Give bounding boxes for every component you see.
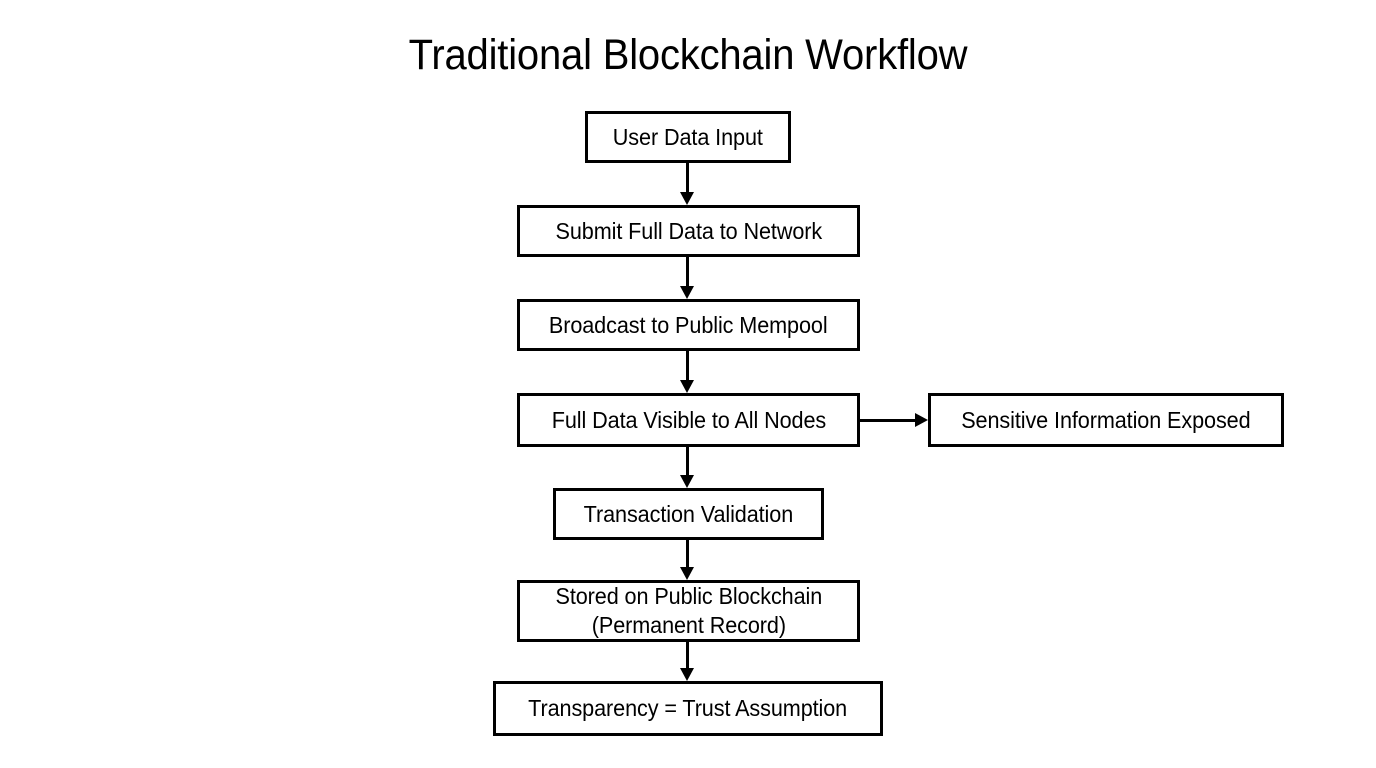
flow-node-sensitive-information-exposed[interactable]: Sensitive Information Exposed [928, 393, 1284, 447]
arrow-shaft [686, 540, 689, 567]
flow-node-label: User Data Input [612, 123, 764, 150]
arrow-shaft [686, 351, 689, 380]
page-title: Traditional Blockchain Workflow [408, 31, 968, 79]
flow-node-transparency-equals-trust-assumption[interactable]: Transparency = Trust Assumption [493, 681, 883, 736]
arrow-head [680, 668, 694, 681]
flow-node-broadcast-to-public-mempool[interactable]: Broadcast to Public Mempool [517, 299, 860, 351]
flow-node-transaction-validation[interactable]: Transaction Validation [553, 488, 824, 540]
arrow-head [915, 413, 928, 427]
flow-node-full-data-visible-to-all-nodes[interactable]: Full Data Visible to All Nodes [517, 393, 860, 447]
flow-node-label: Submit Full Data to Network [555, 217, 822, 244]
flow-node-user-data-input[interactable]: User Data Input [585, 111, 791, 163]
arrow-shaft [860, 419, 917, 422]
arrow-head [680, 192, 694, 205]
arrow-head [680, 286, 694, 299]
arrow-shaft [686, 163, 689, 192]
arrow-head [680, 567, 694, 580]
arrow-shaft [686, 447, 689, 475]
flow-node-label: Full Data Visible to All Nodes [551, 406, 826, 433]
flow-node-label: Stored on Public Blockchain (Permanent R… [555, 583, 822, 638]
flow-node-label: Sensitive Information Exposed [961, 406, 1251, 433]
flow-node-label: Transparency = Trust Assumption [528, 695, 848, 721]
arrow-head [680, 380, 694, 393]
arrow-shaft [686, 257, 689, 286]
arrow-shaft [686, 642, 689, 668]
arrow-head [680, 475, 694, 488]
flow-node-label: Broadcast to Public Mempool [549, 311, 828, 338]
flow-node-label: Transaction Validation [583, 500, 794, 527]
flow-node-submit-full-data-to-network[interactable]: Submit Full Data to Network [517, 205, 860, 257]
flow-node-stored-on-public-blockchain[interactable]: Stored on Public Blockchain (Permanent R… [517, 580, 860, 642]
